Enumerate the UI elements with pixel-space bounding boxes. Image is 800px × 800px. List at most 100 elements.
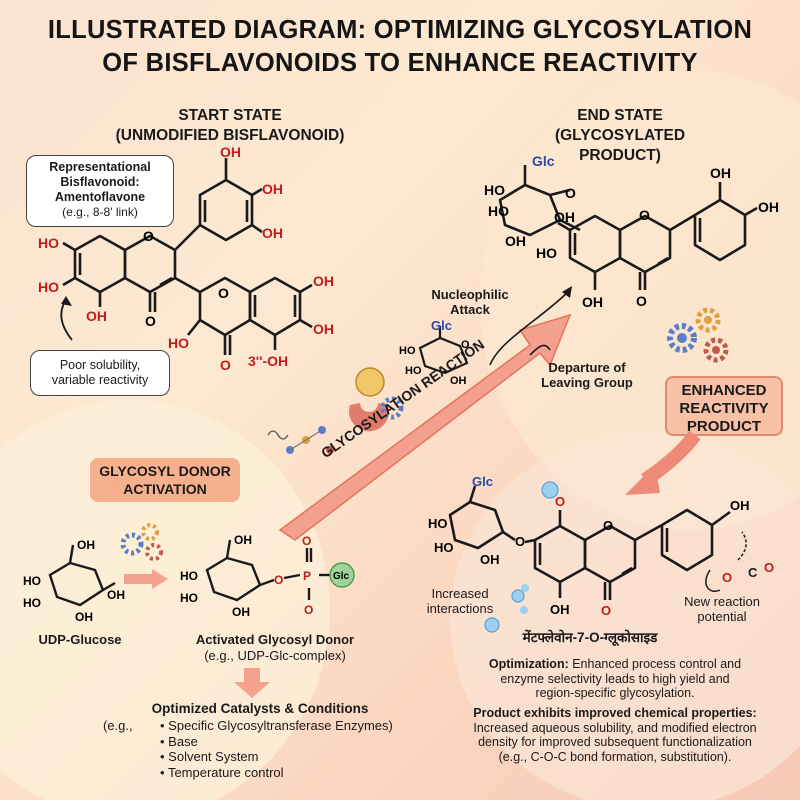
conditions-list: Specific Glycosyltransferase Enzymes) Ba… (160, 718, 393, 780)
ho-label: HO (23, 574, 41, 588)
curved-arrow-icon (705, 569, 721, 592)
activated-donor-label: Activated Glycosyl Donor (195, 632, 355, 647)
reaction-arrow-area (267, 313, 572, 541)
o-label: O (274, 573, 283, 587)
list-item: Base (160, 734, 393, 750)
water-droplet-icon (484, 481, 559, 633)
optimization-summary: Optimization: Enhanced process control a… (488, 657, 742, 700)
curved-arrow-icon (737, 531, 747, 561)
conditions-eg: (e.g., (103, 718, 133, 733)
oh-label: OH (450, 375, 467, 387)
ho-label: HO (168, 335, 189, 351)
o-label: O (218, 285, 229, 301)
o-label: O (515, 534, 525, 549)
glycosylation-arrow-icon (278, 313, 572, 541)
gear-icon (695, 307, 721, 333)
gear-icon (120, 532, 144, 556)
leaving-group-label: Departure of Leaving Group (541, 360, 633, 390)
3oh-label: 3''-OH (248, 353, 288, 369)
oh-label: OH (234, 533, 252, 547)
p-label: P (303, 569, 311, 583)
gear-cluster-right (667, 307, 729, 363)
enzyme-icon (349, 367, 404, 432)
conditions-title: Optimized Catalysts & Conditions (151, 701, 369, 716)
properties-summary: Product exhibits improved chemical prope… (473, 706, 757, 764)
gear-icon (141, 523, 159, 541)
oh-label: OH (75, 610, 93, 624)
oh-label: OH (582, 294, 603, 310)
o-label: O (304, 603, 313, 617)
o-label: O (601, 603, 611, 618)
arrow-icon (124, 569, 168, 589)
oh-label: OH (554, 209, 575, 225)
o-label: O (555, 494, 565, 509)
note-arrow-icon (60, 299, 73, 341)
glc-label: Glc (472, 474, 493, 489)
gear-icon (145, 543, 163, 561)
o-label: O (639, 207, 650, 223)
o-label: O (722, 570, 732, 585)
o-label: O (565, 185, 576, 201)
glycosylated-product-structure: Glc HO HO OH O OH O HO OH O OH OH (484, 153, 779, 310)
ho-label: HO (488, 203, 509, 219)
o-label: O (764, 560, 774, 575)
oh-label: OH (550, 602, 570, 617)
oh-label: OH (313, 321, 334, 337)
oh-label: OH (480, 552, 500, 567)
product-structure: Glc HO HO OH O O O OH O OH O C O (428, 474, 774, 633)
oh-label: OH (262, 225, 283, 241)
udp-glucose-label: UDP-Glucose (38, 632, 122, 647)
donor-arrow (124, 569, 168, 589)
increased-interactions-label: Increased interactions (426, 586, 494, 616)
oh-label: OH (758, 199, 779, 215)
ho-label: HO (434, 540, 454, 555)
glycosyl-donor-pill: Glycosyl Donor Activation (90, 458, 240, 502)
conditions-arrow (234, 668, 270, 698)
amentoflavone-structure: OH OH OH O HO HO OH O O OH OH HO O 3''-O… (38, 144, 334, 373)
o-label: O (636, 293, 647, 309)
enhanced-reactivity-badge: Enhanced Reactivity Product (665, 376, 783, 436)
oh-label: OH (220, 144, 241, 160)
o-label: O (220, 357, 231, 373)
attack-arrows (489, 286, 572, 366)
oh-label: OH (232, 605, 250, 619)
start-state-header: Start State (Unmodified Bisflavonoid) (115, 107, 345, 144)
ho-label: HO (38, 235, 59, 251)
oh-label: OH (77, 538, 95, 552)
oh-label: OH (730, 498, 750, 513)
o-label: O (603, 518, 613, 533)
end-state-header: End State (Glycosylated Product) (554, 107, 686, 164)
ho-label: HO (536, 245, 557, 261)
ho-label: HO (405, 365, 422, 377)
curved-arrow-icon (489, 289, 571, 366)
list-item: Specific Glycosyltransferase Enzymes) (160, 718, 393, 734)
new-reaction-label: New reaction potential (684, 594, 760, 624)
activated-donor-sublabel: (e.g., UDP-Glc-complex) (204, 648, 346, 663)
gear-icon (703, 337, 729, 363)
oh-label: OH (313, 273, 334, 289)
glc-badge-icon (329, 562, 355, 588)
ho-label: HO (180, 591, 198, 605)
oh-label: OH (505, 233, 526, 249)
product-name: मेंटफ्लेवोन-7-O-ग्लूकोसाइड (522, 630, 658, 645)
arrow-icon (234, 668, 270, 698)
gear-icon (667, 323, 697, 353)
glc-label: Glc (333, 571, 350, 582)
oh-label: OH (262, 181, 283, 197)
molecule-dots-icon (267, 426, 334, 454)
o-label: O (145, 313, 156, 329)
o-label: O (302, 534, 311, 548)
oh-label: OH (86, 308, 107, 324)
gear-cluster-left (120, 523, 163, 561)
list-item: Temperature control (160, 765, 393, 781)
glc-label: Glc (431, 318, 452, 333)
ho-label: HO (399, 345, 416, 357)
activated-donor-structure: OH HO HO OH O O P O Glc (180, 533, 355, 619)
c-label: C (748, 565, 758, 580)
ho-label: HO (38, 279, 59, 295)
page-title: Illustrated Diagram: Optimizing Glycosyl… (47, 16, 753, 77)
bisflavonoid-callout: Representational Bisflavonoid: Amentofla… (26, 155, 174, 227)
glucose-intermediate-structure: Glc HO HO OH O (399, 318, 470, 387)
curved-arrow-icon (529, 344, 551, 356)
